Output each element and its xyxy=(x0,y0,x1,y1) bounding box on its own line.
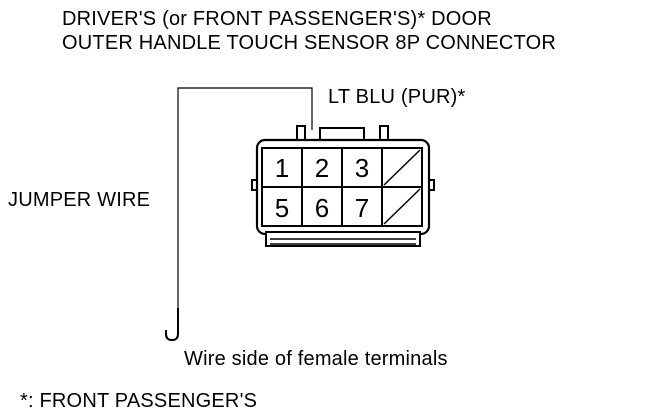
jumper-wire xyxy=(177,87,313,308)
connector-peg-right xyxy=(379,125,389,141)
title-line-2: OUTER HANDLE TOUCH SENSOR 8P CONNECTOR xyxy=(62,32,556,54)
pin-3: 3 xyxy=(355,153,369,183)
pin-6: 6 xyxy=(315,193,329,223)
pin-4-empty-slash xyxy=(383,149,421,186)
wire-color-label: LT BLU (PUR)* xyxy=(328,86,466,108)
footnote: *: FRONT PASSENGER'S xyxy=(20,390,258,412)
pin-2: 2 xyxy=(315,153,329,183)
ground-hook-icon xyxy=(165,308,179,342)
pin-1: 1 xyxy=(275,153,289,183)
pin-5: 5 xyxy=(275,193,289,223)
terminal-view-label: Wire side of female terminals xyxy=(184,348,448,370)
pin-7: 7 xyxy=(355,193,369,223)
title-line-1: DRIVER'S (or FRONT PASSENGER'S)* DOOR xyxy=(62,8,492,30)
pin-8-empty-slash xyxy=(383,188,421,225)
jumper-wire-label: JUMPER WIRE xyxy=(8,189,151,211)
connector-peg-left xyxy=(296,125,306,141)
connector-8p: 1 2 3 5 6 7 xyxy=(251,125,435,247)
